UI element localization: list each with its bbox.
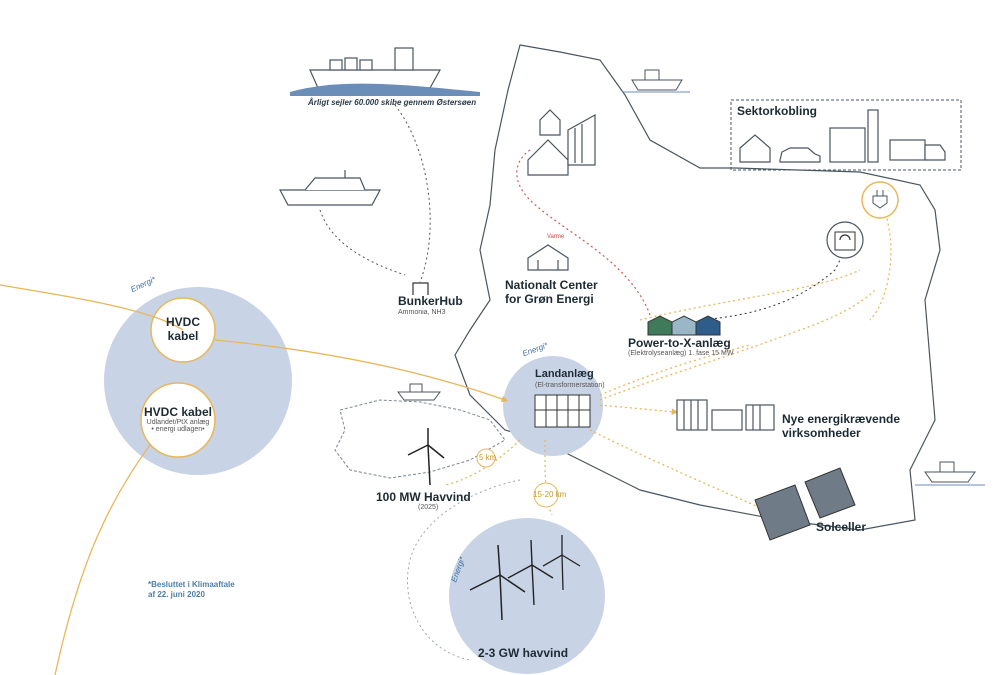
wind-turbine-icon [542,535,581,591]
new-industry-line2: virksomheder [782,426,861,440]
small-boat-icon [915,461,985,486]
solceller-title: Solceller [816,520,867,534]
solar-panel-icon [754,467,856,541]
factory-icon [676,399,775,431]
island-outline [454,44,941,531]
barn-icon [527,244,569,271]
ship-connectors [319,104,431,283]
islet-outline [334,399,506,479]
climate-note-line2: af 22. juni 2020 [148,590,205,599]
hvdc1-line1: HVDC [165,315,200,329]
landanlaeg-subtitle: (El-transformerstation) [535,382,605,389]
hvdc2-inner-circle [140,382,216,458]
wind-turbine-icon [507,539,554,606]
cable-route [407,479,521,661]
havvind-100-year: (2025) [418,504,439,511]
km-long: 15-20 km [533,490,567,499]
wind-turbine-icon [469,544,526,621]
electrolyzer-icon [647,315,721,336]
national-center-line2: for Grøn Energi [505,292,594,306]
wind-turbine-icon [407,428,445,486]
ships-caption: Årligt sejler 60.000 skibe gennem Østers… [308,98,477,107]
small-boat-icon [622,69,690,93]
heat-line [516,149,651,316]
national-center-line1: Nationalt Center [505,278,598,292]
plug-icon [861,181,899,219]
climate-note-line1: *Besluttet i Klimaaftale [148,580,235,589]
havvind-100-title: 100 MW Havvind [376,490,471,504]
transformer-icon [534,394,591,428]
bunkerhub-subtitle: Ammonia, NH3 [398,309,446,316]
heat-tag: Varme [547,234,565,240]
ptx-subtitle: (Elektrolyseanlæg) 1. fase 15 MW [628,350,734,357]
ferry-icon [279,170,381,206]
bunker-icon [412,282,429,295]
hvdc2-sub1: Udlandet/PtX anlæg [146,419,210,426]
truck-icon [889,139,946,161]
small-boat-icon [397,383,441,401]
hvdc1-line2: kabel [167,329,199,343]
bunkerhub-title: BunkerHub [398,294,463,308]
climate-note: *Besluttet i Klimaaftale af 22. juni 202… [148,580,235,600]
energy-lines [0,199,892,675]
ptx-title: Power-to-X-anlæg [628,336,731,350]
sektorkobling-title: Sektorkobling [737,104,818,118]
sektorkobling-box [730,99,962,171]
havvind-gw-title: 2-3 GW havvind [478,646,569,660]
container-ship-icon [290,47,480,96]
hvdc2-label: HVDC kabel Udlandet/PtX anlæg • energi u… [138,405,218,433]
new-industry-line1: Nye energikrævende [782,412,901,426]
hvdc2-sub2: • energi udlagen• [151,426,205,433]
landanlaeg-title: Landanlæg [535,368,594,380]
hvdc1-label: HVDC kabel [158,315,208,343]
house-icon [527,109,596,176]
house-icon [739,134,771,163]
car-icon [779,147,821,163]
km-short: 5 km [479,453,497,462]
factory-icon [829,109,879,163]
ptx-to-sector-line [699,249,846,321]
km-callouts [476,448,559,508]
recycle-icon [826,221,864,259]
hvdc2-title: HVDC kabel [143,405,213,419]
